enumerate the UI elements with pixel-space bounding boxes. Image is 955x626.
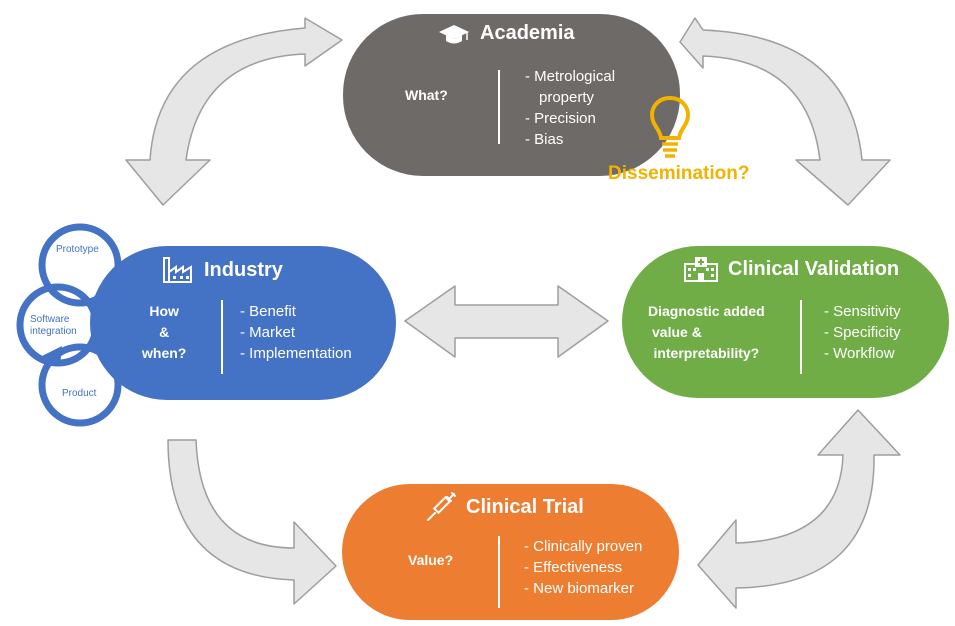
arrow-academia-clinval (679, 17, 891, 206)
arrow-industry-trial (167, 439, 337, 605)
academia-items: - Metrological property - Precision - Bi… (525, 66, 615, 150)
list-item: - Metrological (525, 68, 616, 85)
list-item: - New biomarker (524, 580, 635, 597)
clinical-validation-title: Clinical Validation (684, 256, 899, 282)
cycle-ring-product (38, 343, 122, 427)
cycle-label-prototype: Prototype (56, 244, 99, 255)
lightbulb-icon (649, 95, 691, 158)
clinical-trial-question: Value? (408, 552, 454, 568)
factory-icon (163, 257, 192, 283)
industry-question: How & when? (142, 303, 187, 361)
clinical-trial-divider (498, 536, 500, 608)
list-item: - Workflow (824, 345, 895, 362)
list-item: - Implementation (240, 345, 352, 362)
cycle-label-product: Product (62, 388, 97, 399)
industry-node: Industry How & when? - Benefit - Market … (90, 246, 396, 400)
list-item: - Sensitivity (824, 303, 901, 320)
clinical-trial-node: Clinical Trial Value? - Clinically prove… (342, 484, 679, 620)
list-item: - Benefit (240, 303, 296, 320)
list-item: - Market (240, 324, 296, 341)
list-item: - Effectiveness (524, 559, 623, 576)
graduation-cap-icon (439, 24, 469, 43)
academia-node: Academia What? - Metrological property -… (343, 14, 680, 176)
clinical-validation-items: - Sensitivity - Specificity - Workflow (824, 301, 901, 364)
industry-divider (221, 300, 223, 374)
clinical-trial-title: Clinical Trial (426, 492, 584, 522)
clinical-validation-node: Clinical Validation Diagnostic added val… (622, 246, 949, 398)
list-item: property (539, 89, 595, 106)
industry-title: Industry (162, 256, 283, 284)
cycle-label-software: Software integration (30, 314, 77, 337)
arrow-trial-clinval (697, 409, 901, 609)
list-item: - Bias (525, 131, 564, 148)
hospital-icon (684, 257, 718, 282)
dissemination-label: Dissemination? (608, 163, 750, 184)
clinical-trial-items: - Clinically proven - Effectiveness - Ne… (524, 536, 642, 599)
arrow-industry-clinval (404, 285, 609, 358)
arrow-academia-industry (125, 17, 343, 206)
list-item: - Specificity (824, 324, 901, 341)
academia-divider (498, 70, 500, 144)
industry-items: - Benefit - Market - Implementation (240, 301, 352, 364)
academia-title: Academia (438, 22, 575, 45)
list-item: - Precision (525, 110, 596, 127)
academia-question: What? (405, 87, 448, 103)
clinical-validation-divider (800, 300, 802, 374)
cycle-arrowhead-2 (42, 346, 62, 366)
syringe-icon (427, 492, 456, 521)
list-item: - Clinically proven (524, 538, 643, 555)
clinical-validation-question: Diagnostic added value & interpretabilit… (648, 303, 765, 361)
